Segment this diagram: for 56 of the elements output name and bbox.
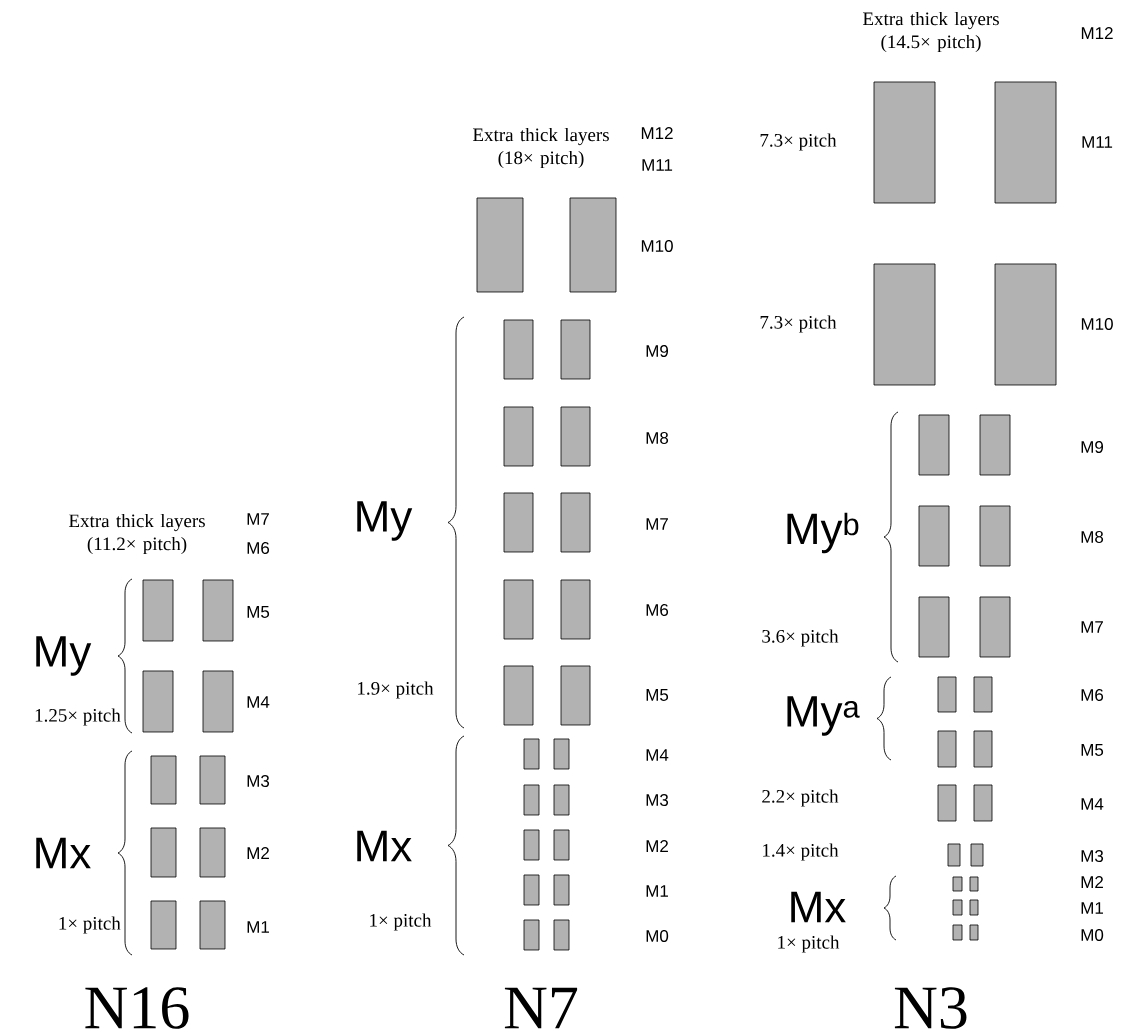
layer-label: M3 (646, 794, 669, 806)
layer-label: M6 (1081, 689, 1104, 701)
layer-label: M6 (247, 541, 270, 554)
layer-label: M8 (1081, 530, 1104, 543)
layer-label: M0 (646, 930, 669, 942)
layer-label: M7 (247, 513, 269, 525)
layer-label: M4 (646, 749, 669, 761)
layer-label: M12 (641, 127, 673, 139)
layer-label: M11 (642, 159, 673, 171)
extra-thick-layers-label: Extra thick layers (18× pitch) (472, 127, 609, 169)
group-label: My (36, 636, 92, 676)
layer-label: M8 (646, 431, 669, 444)
layer-label: M1 (646, 885, 668, 897)
layer-label: M5 (1081, 744, 1104, 756)
group-label: My$^{b}$ (787, 512, 859, 554)
layer-label: M10 (1081, 317, 1113, 330)
technology-label: N16 (85, 987, 189, 1029)
group-label: Mx (36, 837, 91, 869)
pitch-label: 1× pitch (778, 935, 840, 953)
pitch-label: 1.9× pitch (358, 681, 434, 699)
layer-label: M10 (641, 239, 673, 252)
layer-label: M12 (1081, 27, 1113, 39)
group-label: My$^{a}$ (787, 696, 860, 736)
layer-label: M6 (646, 603, 669, 616)
layer-label: M9 (646, 344, 668, 357)
pitch-label: 1× pitch (59, 916, 121, 934)
extra-thick-layers-label: Extra thick layers (14.5× pitch) (863, 11, 999, 53)
layer-label: M7 (646, 518, 668, 530)
layer-label: M9 (1081, 440, 1104, 453)
technology-label: N3 (894, 987, 967, 1029)
pitch-label: 1.25× pitch (35, 708, 121, 726)
layer-label: M2 (247, 847, 269, 859)
pitch-label: 1× pitch (370, 913, 432, 931)
layer-label: M1 (247, 921, 269, 933)
layer-label: M5 (646, 689, 669, 701)
group-label: My (357, 501, 413, 541)
group-label: Mx (357, 830, 412, 862)
layer-label: M3 (247, 775, 270, 787)
technology-label: N7 (504, 987, 578, 1029)
layer-label: M4 (247, 696, 270, 708)
pitch-label: 2.2× pitch (762, 789, 839, 807)
extra-thick-layers-label: Extra thick layers (11.2× pitch) (68, 513, 205, 555)
pitch-label: 3.6× pitch (762, 629, 839, 647)
layer-label: M4 (1081, 798, 1104, 810)
layer-label: M2 (646, 840, 668, 852)
pitch-label: 7.3× pitch (760, 133, 837, 151)
layer-label: M3 (1081, 850, 1104, 862)
layer-label: M5 (247, 606, 270, 618)
pitch-label: 7.3× pitch (760, 315, 837, 333)
layer-label: M2 (1081, 876, 1103, 888)
group-label: Mx (791, 891, 846, 923)
layer-label: M0 (1081, 929, 1104, 941)
layer-label: M7 (1081, 621, 1103, 633)
layer-label: M1 (1081, 902, 1103, 914)
layer-label: M11 (1082, 136, 1113, 148)
pitch-label: 1.4× pitch (763, 843, 839, 861)
